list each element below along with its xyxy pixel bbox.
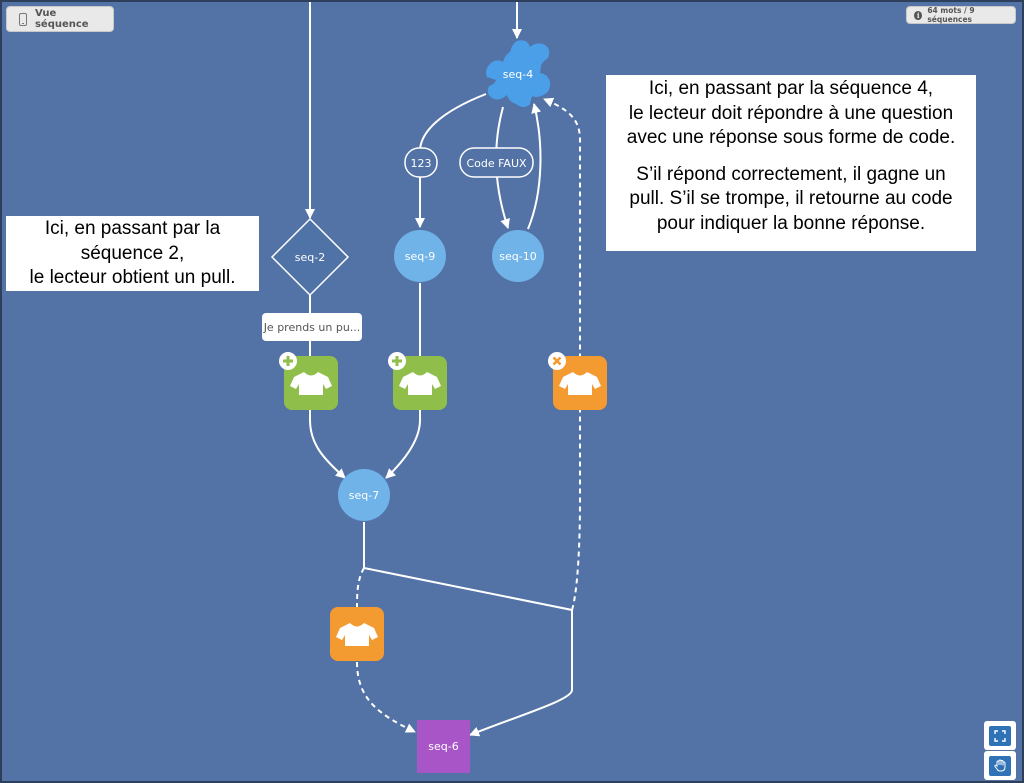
edges <box>305 0 581 737</box>
edge-seq-10-to-seq-4 <box>527 103 542 230</box>
node-seq-2[interactable]: seq-2 <box>270 217 350 297</box>
edge-loop-to-seq-4-dashed <box>543 97 581 611</box>
edge-branch-left-dashed <box>356 567 415 732</box>
annotation-left: Ici, en passant par la séquence 2, le le… <box>6 216 259 291</box>
node-seq-6[interactable]: seq-6 <box>417 720 470 773</box>
svg-text:seq-10: seq-10 <box>499 250 536 263</box>
cross-badge-icon <box>548 352 566 370</box>
stats-badge: i 64 mots / 9 séquences <box>906 6 1016 24</box>
annotation-line: le lecteur doit répondre à une question <box>628 102 954 124</box>
pan-button[interactable] <box>984 751 1016 780</box>
edge-label-code-faux[interactable]: Code FAUX <box>459 147 534 178</box>
item-sweater-gain-1[interactable] <box>279 352 338 410</box>
plus-badge-icon <box>388 352 406 370</box>
edge-seq-2-to-seq-7 <box>309 295 346 479</box>
svg-text:seq-6: seq-6 <box>428 740 458 753</box>
fullscreen-icon <box>994 729 1006 742</box>
svg-text:seq-2: seq-2 <box>295 251 325 264</box>
edge-label-123[interactable]: 123 <box>404 147 438 178</box>
node-seq-4[interactable]: seq-4 <box>486 40 551 107</box>
info-icon: i <box>914 10 923 20</box>
plus-badge-icon <box>279 352 297 370</box>
svg-text:seq-4: seq-4 <box>503 68 533 81</box>
annotation-right: Ici, en passant par la séquence 4, le le… <box>606 75 976 251</box>
annotation-line: Ici, en passant par la <box>44 218 221 239</box>
annotation-spacer <box>606 151 976 163</box>
phone-icon <box>19 12 27 26</box>
item-sweater-gain-2[interactable] <box>388 352 447 410</box>
puzzle-icon <box>486 40 551 107</box>
edge-branch-right <box>363 567 573 737</box>
svg-text:123: 123 <box>411 157 432 170</box>
node-seq-7[interactable]: seq-7 <box>338 469 390 521</box>
annotation-line: S’il répond correctement, il gagne un <box>636 163 946 185</box>
sequence-view-label: Vue séquence <box>34 8 89 30</box>
item-sweater-condition[interactable] <box>330 607 384 661</box>
item-sweater-loss[interactable] <box>548 352 607 410</box>
hand-icon <box>994 759 1006 772</box>
node-seq-10[interactable]: seq-10 <box>492 230 544 282</box>
annotation-line: pull. S’il se trompe, il retourne au cod… <box>629 188 953 209</box>
annotation-line: le lecteur obtient un pull. <box>29 267 236 288</box>
fullscreen-button[interactable] <box>984 721 1016 750</box>
svg-text:seq-7: seq-7 <box>349 489 379 502</box>
choice-tooltip[interactable]: Je prends un pu... <box>262 313 362 341</box>
sequence-view-button[interactable]: Vue séquence <box>6 6 114 32</box>
stats-text: 64 mots / 9 séquences <box>927 6 975 24</box>
node-seq-9[interactable]: seq-9 <box>394 230 446 282</box>
svg-text:seq-9: seq-9 <box>405 250 435 263</box>
annotation-line: séquence 2, <box>80 242 185 264</box>
edge-seq-9-to-seq-7 <box>385 283 421 479</box>
annotation-line: Ici, en passant par la séquence 4, <box>648 78 934 99</box>
svg-text:Code FAUX: Code FAUX <box>466 157 527 170</box>
annotation-line: avec une réponse sous forme de code. <box>626 127 956 148</box>
annotation-line: pour indiquer la bonne réponse. <box>656 212 926 234</box>
